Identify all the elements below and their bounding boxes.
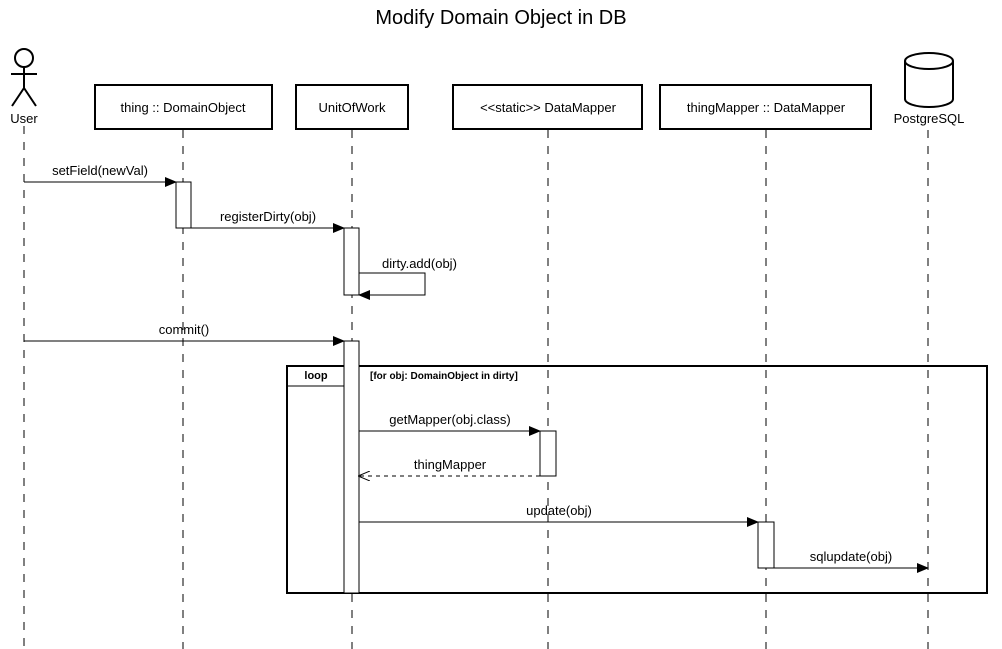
uow-head [295,84,409,130]
loop-guard: [for obj: DomainObject in dirty] [370,371,518,382]
db-label: PostgreSQL [894,111,965,126]
uow-label: UnitOfWork [319,100,386,115]
uow-activation-register [343,227,360,296]
static-mapper-activation [539,430,557,477]
static-mapper-head [452,84,643,130]
uow-activation-commit [343,340,360,594]
update-label: update(obj) [526,503,592,518]
thing-mapper-activation [757,521,775,569]
loop-keyword: loop [304,370,327,382]
thing-mapper-label: thingMapper :: DataMapper [687,100,846,115]
thing-mapper-head [659,84,872,130]
set-field-label: setField(newVal) [52,163,148,178]
static-mapper-label: <<static>> DataMapper [480,100,617,115]
thing-mapper-return-label: thingMapper [414,457,487,472]
thing-head [94,84,273,130]
get-mapper-label: getMapper(obj.class) [389,412,510,427]
user-label: User [10,111,38,126]
database-icon [904,52,954,108]
commit-label: commit() [159,322,210,337]
dirty-add-arrow [358,272,426,300]
sql-update-label: sqlupdate(obj) [810,549,892,564]
diagram-title: Modify Domain Object in DB [375,7,626,29]
register-dirty-label: registerDirty(obj) [220,209,316,224]
thing-activation [175,181,192,229]
user-actor-icon [11,48,37,107]
loop-fragment [286,365,988,594]
thing-label: thing :: DomainObject [120,100,245,115]
dirty-add-label: dirty.add(obj) [382,256,457,271]
